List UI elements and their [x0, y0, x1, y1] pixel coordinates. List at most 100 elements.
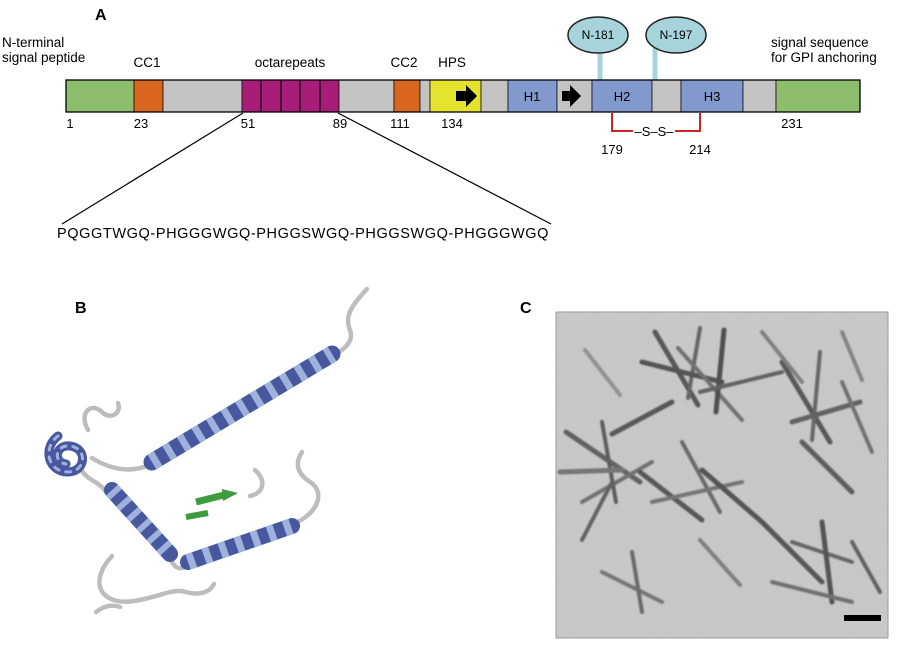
n-terminal-annotation-line1: N-terminal [2, 35, 64, 50]
octarepeat-sequence: PQGGTWGQ-PHGGGWGQ-PHGGSWGQ-PHGGSWGQ-PHGG… [57, 226, 549, 242]
fibril [630, 550, 644, 614]
fibril [698, 538, 742, 587]
residue-number-89: 89 [333, 116, 347, 131]
cc1-label: CC1 [133, 55, 160, 70]
disulfide-residue-214: 214 [689, 142, 711, 157]
fibril-cluster [557, 326, 882, 614]
fibril [770, 580, 854, 604]
beta-strand [195, 491, 225, 506]
gpi-signal-segment [775, 79, 861, 113]
alpha-helices [44, 345, 341, 570]
panel-b: B [44, 286, 370, 615]
residue-number-111: 111 [390, 116, 410, 131]
beta-strand-arrow-icon [562, 85, 581, 107]
fibril [779, 359, 833, 445]
fibril [583, 348, 622, 397]
signal-peptide-segment [65, 79, 135, 113]
fibril [699, 467, 765, 525]
fibril [789, 399, 863, 425]
h2-segment [591, 79, 653, 113]
coil-loop [247, 467, 265, 499]
coil-loop [290, 449, 321, 527]
residue-number-231: 231 [781, 116, 803, 131]
panel-b-label: B [75, 300, 87, 317]
fibril [557, 467, 625, 475]
linker-segment [480, 79, 509, 113]
residue-number-23: 23 [134, 116, 148, 131]
gpi-annotation-line1: signal sequence [771, 35, 869, 50]
linker-segment [742, 79, 777, 113]
h3-segment [680, 79, 744, 113]
zoom-line-right [337, 112, 552, 225]
zoom-line-left [61, 112, 244, 225]
h2-label: H2 [614, 89, 631, 104]
residue-number-134: 134 [441, 116, 463, 131]
h3-label: H3 [704, 89, 721, 104]
linker-segment [338, 79, 395, 113]
panel-c-label: C [520, 300, 532, 317]
fibril [790, 540, 854, 564]
fibril [850, 540, 882, 594]
domain-bar [65, 79, 861, 113]
fibril [600, 420, 618, 504]
coil-loop [333, 286, 370, 357]
octarepeat-dividers [260, 80, 321, 112]
disulfide-bracket-left [611, 113, 633, 132]
h1-segment [507, 79, 558, 113]
beta-strand [185, 510, 209, 520]
n-terminal-annotation-line2: signal peptide [2, 50, 85, 65]
coil-loop [77, 465, 109, 495]
octarepeats-label: octarepeats [255, 55, 326, 70]
glyco-oval-n197 [645, 16, 707, 54]
glyco-n181-label: N-181 [582, 28, 615, 42]
beta-strand-arrowhead-icon [222, 489, 238, 501]
helix-ribbon-bands [185, 518, 295, 570]
octarepeat-segment [241, 79, 340, 113]
glyco-n197-label: N-197 [660, 28, 693, 42]
glyco-oval-n181 [567, 16, 629, 54]
linker-segment [651, 79, 682, 113]
fibril [639, 359, 725, 385]
scale-bar [844, 615, 881, 621]
fibril [819, 519, 835, 605]
fibril [676, 346, 744, 422]
fibril [698, 370, 784, 394]
hps-label: HPS [438, 55, 466, 70]
beta-strand-arrow-icon [456, 85, 477, 107]
coil-loop [93, 603, 123, 615]
residue-number-1: 1 [66, 116, 73, 131]
fibril [759, 519, 825, 585]
coil-loop [82, 400, 122, 433]
panel-a: A N-terminal signal peptide signal seque… [2, 7, 877, 242]
fibril [799, 439, 855, 495]
gpi-annotation-line2: for GPI anchoring [771, 50, 877, 65]
domain-bar-outline [65, 79, 861, 113]
fibril [840, 330, 864, 382]
residue-number-51: 51 [241, 116, 255, 131]
coil-loop [89, 455, 153, 472]
fibril [810, 350, 822, 442]
cc1-segment [133, 79, 164, 113]
coil-loop [97, 553, 217, 604]
disulfide-label: –S–S– [634, 124, 674, 139]
coil-loops [77, 286, 370, 615]
fibril [760, 330, 804, 384]
helix-ribbon [104, 482, 178, 562]
panel-c: C [520, 300, 889, 639]
panel-a-label: A [95, 7, 107, 24]
fibril [713, 327, 727, 415]
helix-ribbon-endview-bands [47, 434, 84, 474]
helix-ribbon-bands [147, 346, 337, 470]
linker-segment [419, 79, 431, 113]
h1-label: H1 [524, 89, 541, 104]
fibril [580, 480, 614, 542]
linker-segment [162, 79, 243, 113]
cc2-segment [393, 79, 421, 113]
disulfide-bracket-right [675, 113, 701, 132]
fibril [680, 440, 722, 514]
fibril [840, 380, 874, 454]
beta-strands [185, 489, 238, 520]
fibril [600, 570, 664, 604]
